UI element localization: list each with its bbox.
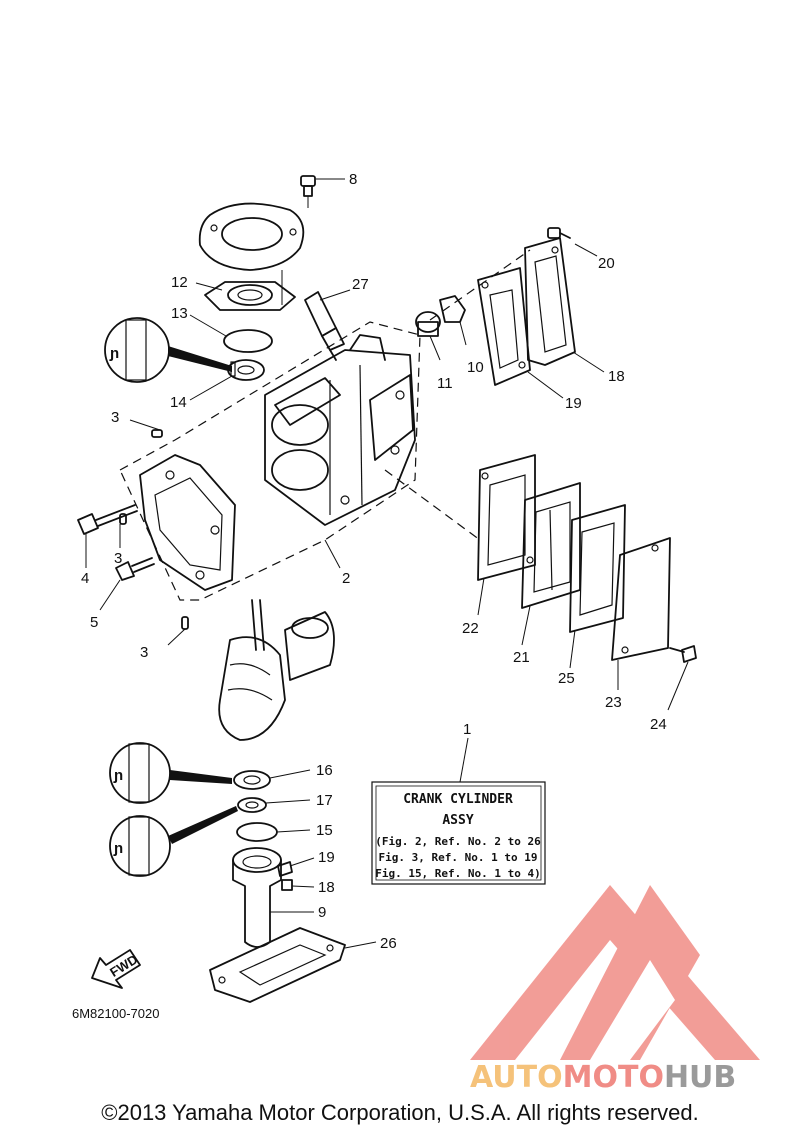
callout-12: 9 — [318, 904, 326, 921]
bolt-5 — [115, 557, 155, 581]
callout-3-mid: 3 — [114, 550, 122, 567]
callout-20: 20 — [598, 255, 615, 272]
callout-8: 12 — [171, 274, 188, 291]
cylinder-block-2 — [264, 334, 416, 526]
gasket-25 — [569, 504, 626, 633]
fwd-arrow: FWD — [91, 949, 141, 989]
callout-13: 15 — [316, 822, 333, 839]
callout-25: 25 — [558, 670, 575, 687]
o-ring-13 — [236, 822, 278, 842]
callout-4: 4 — [81, 570, 89, 587]
callout-2: 2 — [342, 570, 350, 587]
oil-seal-housing-8 — [204, 270, 296, 311]
callout-11: 8 — [349, 171, 357, 188]
assembly-dashed-outline — [119, 249, 531, 601]
callout-9: 13 — [171, 305, 188, 322]
callout-5: 5 — [90, 614, 98, 631]
assembly-note-1: (Fig. 2, Ref. No. 2 to 26 — [375, 835, 541, 848]
callout-24: 24 — [650, 716, 667, 733]
bolt-24 — [669, 645, 697, 663]
svg-text:ɲ: ɲ — [113, 767, 123, 784]
grease-symbol-upper: ɲ — [104, 317, 232, 383]
callout-19: 19 — [565, 395, 582, 412]
callout-22: 22 — [462, 620, 479, 637]
copyright-notice: ©2013 Yamaha Motor Corporation, U.S.A. A… — [101, 1100, 699, 1125]
watermark-text-auto: AUTO — [470, 1060, 563, 1095]
callout-16: 18 — [318, 879, 335, 896]
bolt-4 — [77, 504, 138, 535]
callout-7: 11 — [437, 375, 453, 392]
gasket-22 — [477, 454, 536, 581]
lower-housing-12 — [232, 847, 282, 948]
bolt-16 — [281, 879, 293, 891]
callout-21: 21 — [513, 649, 530, 666]
bolt-20 — [547, 227, 571, 239]
dowel-pin-3b — [119, 513, 127, 525]
diagram-part-code: 6M82100-7020 — [72, 1006, 159, 1021]
o-ring-9 — [223, 329, 273, 353]
callout-3-bottom: 3 — [140, 644, 148, 661]
cover-18 — [524, 237, 576, 366]
oil-seal-14 — [233, 770, 271, 790]
crankcase — [139, 454, 236, 591]
svg-text:ɲ: ɲ — [109, 345, 119, 362]
callout-1: 1 — [463, 721, 471, 738]
watermark-text: AUTOMOTOHUB — [470, 1060, 736, 1095]
callout-6: 10 — [467, 359, 484, 376]
bearing-housing-plate — [198, 202, 305, 271]
assembly-note-3: Fig. 15, Ref. No. 1 to 4) — [375, 867, 541, 880]
watermark-m-gap — [590, 960, 675, 1060]
svg-text:ɲ: ɲ — [113, 840, 123, 857]
watermark-m-stroke — [560, 885, 700, 1060]
assembly-note-2: Fig. 3, Ref. No. 1 to 19 — [379, 851, 538, 864]
gasket-26 — [209, 927, 346, 1003]
callout-27: 27 — [352, 276, 369, 293]
oil-seal-10 — [227, 359, 265, 381]
callout-labels: 8 12 13 14 27 20 18 19 10 11 3 3 3 4 5 2… — [81, 171, 667, 952]
callout-3-top: 3 — [111, 409, 119, 426]
bolt-11 — [300, 175, 316, 208]
watermark-text-hub: HUB — [664, 1060, 736, 1095]
thermostat-7 — [415, 311, 441, 361]
thermostat-cap-6 — [439, 295, 467, 346]
watermark-text-moto: MOTO — [563, 1060, 664, 1095]
dowel-pin-3a — [151, 429, 163, 438]
grease-symbol-lower: ɲ — [109, 806, 238, 877]
callout-17: 19 — [318, 849, 335, 866]
plate-23 — [611, 537, 671, 661]
assembly-title-line2: ASSY — [442, 813, 473, 828]
crankshaft — [218, 599, 335, 741]
watermark-logo — [470, 885, 760, 1060]
callout-14: 16 — [316, 762, 333, 779]
grease-symbol-middle: ɲ — [109, 742, 232, 804]
assembly-title-line1: CRANK CYLINDER — [403, 792, 513, 807]
callout-18: 18 — [608, 368, 625, 385]
gasket-19 — [477, 267, 531, 386]
leader-lines — [85, 178, 689, 949]
callout-23: 23 — [605, 694, 622, 711]
callout-10: 14 — [170, 394, 187, 411]
callout-26: 26 — [380, 935, 397, 952]
spark-plug-27 — [304, 291, 345, 361]
dowel-pin-3c — [181, 616, 189, 630]
callout-15: 17 — [316, 792, 333, 809]
assembly-note-box: CRANK CYLINDER ASSY (Fig. 2, Ref. No. 2 … — [371, 781, 546, 885]
washer-17 — [277, 861, 293, 877]
oil-seal-15 — [237, 797, 267, 813]
